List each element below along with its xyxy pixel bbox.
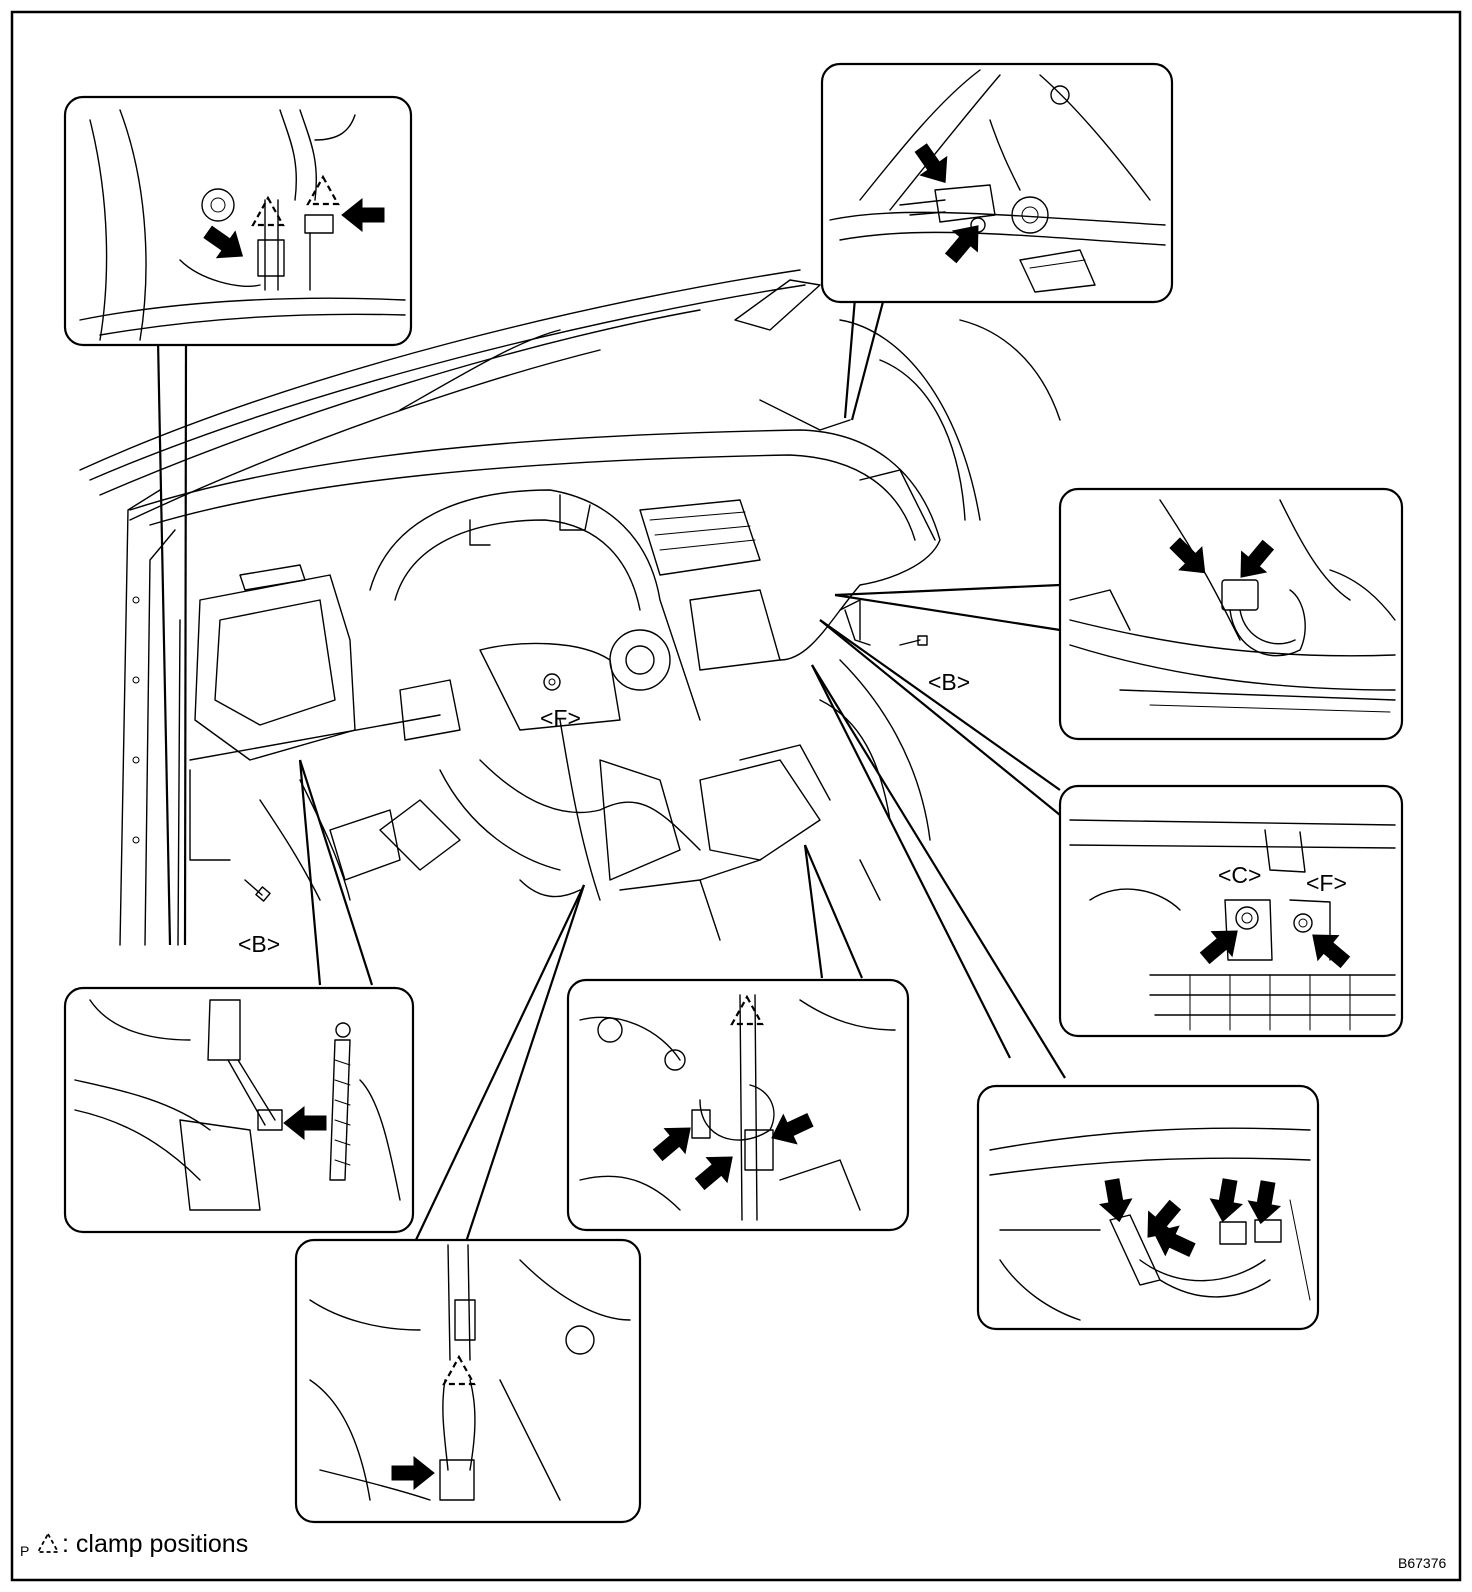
bolt-icon [1235,906,1259,930]
callout-bottom-center [566,978,910,1232]
figure-border [10,10,1462,1582]
bolt-icon [543,673,561,691]
label-b-right: <B> [928,669,970,695]
label-c-detail: <C> [1218,862,1261,888]
label-f-detail: <F> [1306,870,1347,896]
label-b-left: <B> [238,931,280,957]
callout-right-upper [1058,487,1404,741]
clamp-symbol-icon [36,1532,60,1553]
callout-bottom [294,1238,642,1524]
leader-lines [156,297,1066,1243]
figure-code: B67376 [1398,1555,1446,1571]
legend-text: : clamp positions [62,1530,248,1558]
callout-bottom-left [63,986,415,1234]
callout-bottom-right [976,1084,1320,1331]
legend-prefix: P [20,1543,29,1559]
bolt-icon [244,879,271,902]
callout-right-middle [1058,784,1404,1038]
callout-top-center [820,62,1174,304]
bolt-icon [899,635,928,646]
callout-top-left [63,95,413,347]
label-f-center: <F> [540,705,581,731]
bolt-icon [1293,913,1313,933]
main-dashboard-drawing [79,269,1061,946]
